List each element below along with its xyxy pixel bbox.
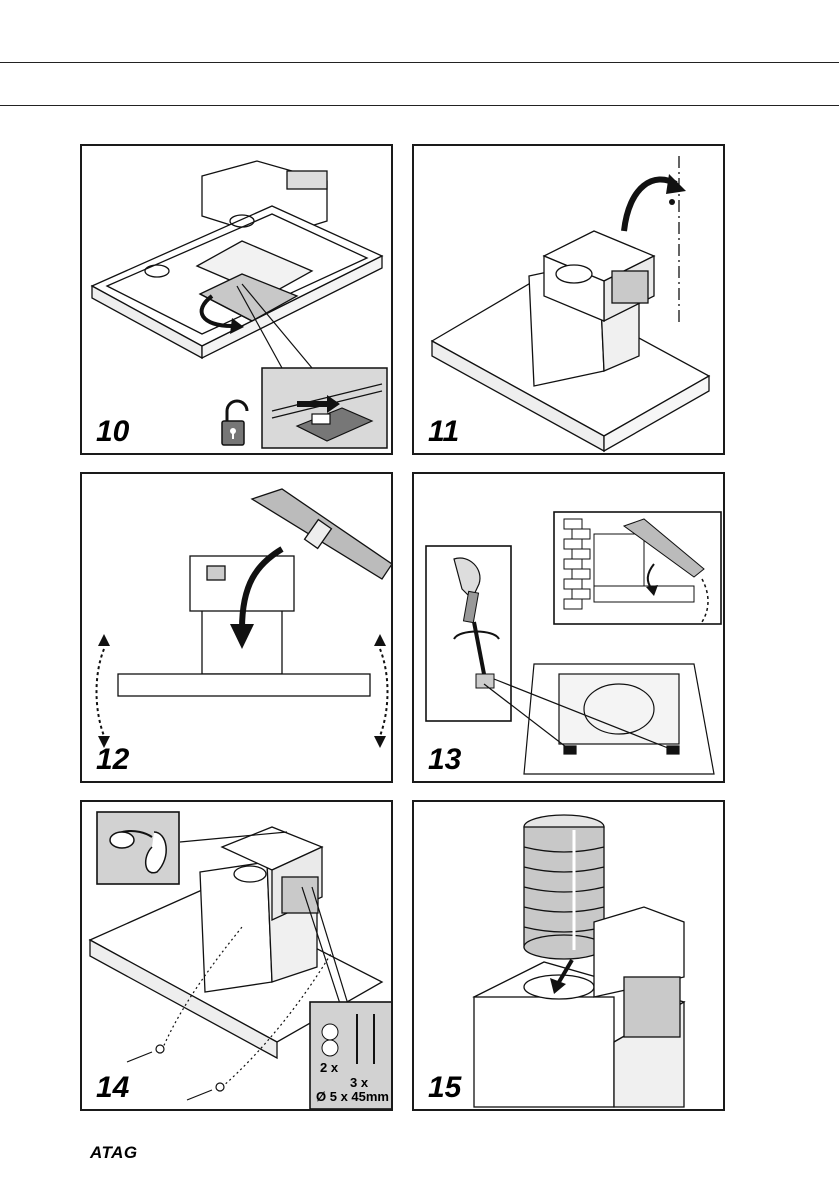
figure-11: 11 bbox=[412, 144, 725, 455]
figure-number: 15 bbox=[428, 1073, 461, 1103]
brand-logo: ATAG bbox=[90, 1143, 138, 1163]
screws-quantity: 3 x bbox=[350, 1075, 369, 1090]
figure-number: 13 bbox=[428, 745, 461, 775]
header-rule-bottom bbox=[0, 105, 839, 106]
figure-13: 13 bbox=[412, 472, 725, 783]
washers-quantity: 2 x bbox=[320, 1060, 339, 1075]
screw-size: Ø 5 x 45mm bbox=[316, 1089, 389, 1104]
figure-14-drawing: 2 x 3 x Ø 5 x 45mm bbox=[82, 802, 391, 1109]
figure-15: 15 bbox=[412, 800, 725, 1111]
figure-number: 11 bbox=[428, 417, 459, 447]
figure-15-drawing bbox=[414, 802, 723, 1109]
figure-13-drawing bbox=[414, 474, 723, 781]
figure-10: 10 bbox=[80, 144, 393, 455]
header-rule-top bbox=[0, 62, 839, 63]
figure-number: 10 bbox=[96, 417, 129, 447]
figure-12-drawing bbox=[82, 474, 391, 781]
figure-number: 12 bbox=[96, 745, 129, 775]
figure-14: 2 x 3 x Ø 5 x 45mm 14 bbox=[80, 800, 393, 1111]
unlock-padlock-icon bbox=[222, 401, 247, 445]
figure-number: 14 bbox=[96, 1073, 129, 1103]
figure-10-drawing bbox=[82, 146, 391, 453]
figure-12: 12 bbox=[80, 472, 393, 783]
figure-11-drawing bbox=[414, 146, 723, 453]
